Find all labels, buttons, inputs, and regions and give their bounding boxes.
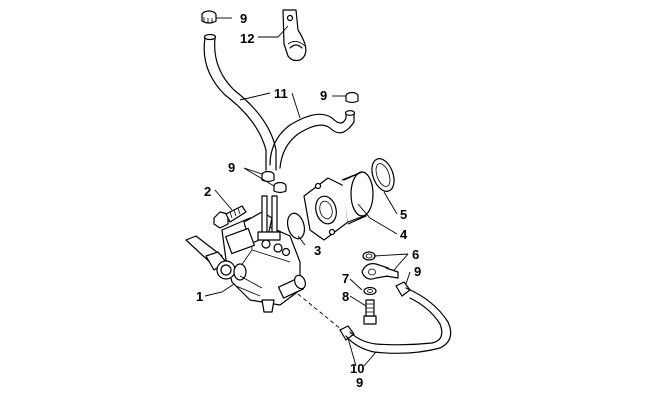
adapter-housing (303, 171, 374, 241)
callout-8-banjo-bolt: 8 (342, 289, 349, 304)
callout-6-banjo-fitting: 6 (412, 247, 419, 262)
bolt (213, 205, 247, 229)
sealing-washers (363, 286, 377, 296)
callout-2-bolt: 2 (204, 184, 211, 199)
valve-body (185, 195, 307, 313)
banjo-bolt (363, 299, 377, 325)
hose-bracket (282, 9, 307, 62)
callout-9-upper-right-clamp: 9 (320, 88, 327, 103)
clamp-fuel-line-bottom (339, 325, 355, 341)
clamp-top (201, 10, 217, 24)
callout-1-valve-body: 1 (196, 289, 203, 304)
leader-lines (204, 17, 411, 367)
vent-hose-branch (269, 110, 356, 169)
fuel-hose (345, 287, 452, 354)
callout-11-hose: 11 (274, 86, 288, 101)
clamp-upper-right (345, 91, 359, 104)
callout-4-adapter: 4 (400, 227, 408, 242)
clamps-middle (261, 170, 287, 194)
callout-7-washers: 7 (342, 271, 349, 286)
callout-3-gasket: 3 (314, 243, 321, 258)
callout-12-bracket: 12 (240, 31, 254, 46)
callout-9-bottom-clamp: 9 (356, 375, 363, 390)
callout-9-fuel-clamp: 9 (414, 264, 421, 279)
vent-hose-long (203, 33, 277, 171)
callout-9-middle-clamps: 9 (228, 160, 235, 175)
gasket-small (286, 212, 306, 240)
o-ring-large (371, 158, 395, 192)
callout-10-fuel-hose: 10 (350, 361, 364, 376)
callout-5-o-ring: 5 (400, 207, 407, 222)
callout-9-top-clamp: 9 (240, 11, 247, 26)
